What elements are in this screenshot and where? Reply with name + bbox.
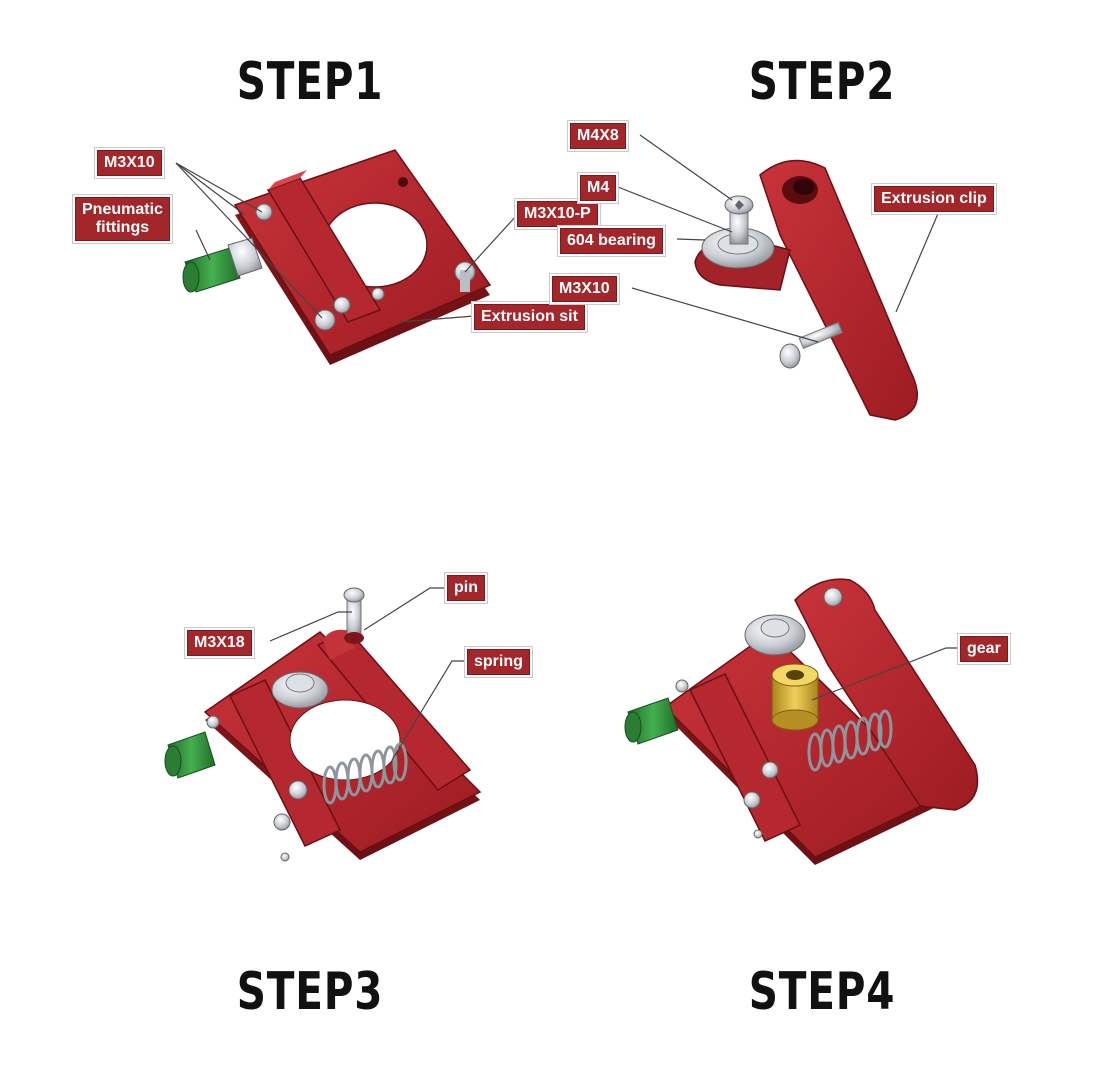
step3-leader-lines [269,587,466,761]
label-pneumatic-fittings: Pneumatic fittings [75,197,170,241]
label-extrusion-clip: Extrusion clip [874,186,994,212]
label-m4x8: M4X8 [570,123,626,149]
step2-title: STEP2 [748,52,896,112]
step1-title: STEP1 [236,52,384,112]
step2-m3x10-screw [779,321,843,369]
label-m3x10-step1: M3X10 [97,150,162,176]
label-m3x10-p: M3X10-P [517,201,598,227]
gear-part [771,663,819,731]
label-spring: spring [467,649,530,675]
step4-spring [807,709,893,772]
step2-extrusion-clip [694,159,918,421]
step4-assembly [624,578,979,865]
step3-assembly [164,587,482,862]
step3-title: STEP3 [236,962,384,1022]
step3-spring [322,742,408,805]
step1-base-plate [182,149,492,365]
step1-leader-lines [175,162,518,323]
step4-leader-lines [811,647,960,701]
step4-title: STEP4 [748,962,896,1022]
label-gear: gear [960,636,1008,662]
step2-leader-lines [617,134,941,343]
label-extrusion-sit: Extrusion sit [474,304,585,330]
label-m4: M4 [580,175,617,201]
label-604-bearing: 604 bearing [560,228,663,254]
label-m3x10-step2: M3X10 [552,276,617,302]
label-m3x18: M3X18 [187,630,252,656]
label-pin: pin [447,575,485,601]
